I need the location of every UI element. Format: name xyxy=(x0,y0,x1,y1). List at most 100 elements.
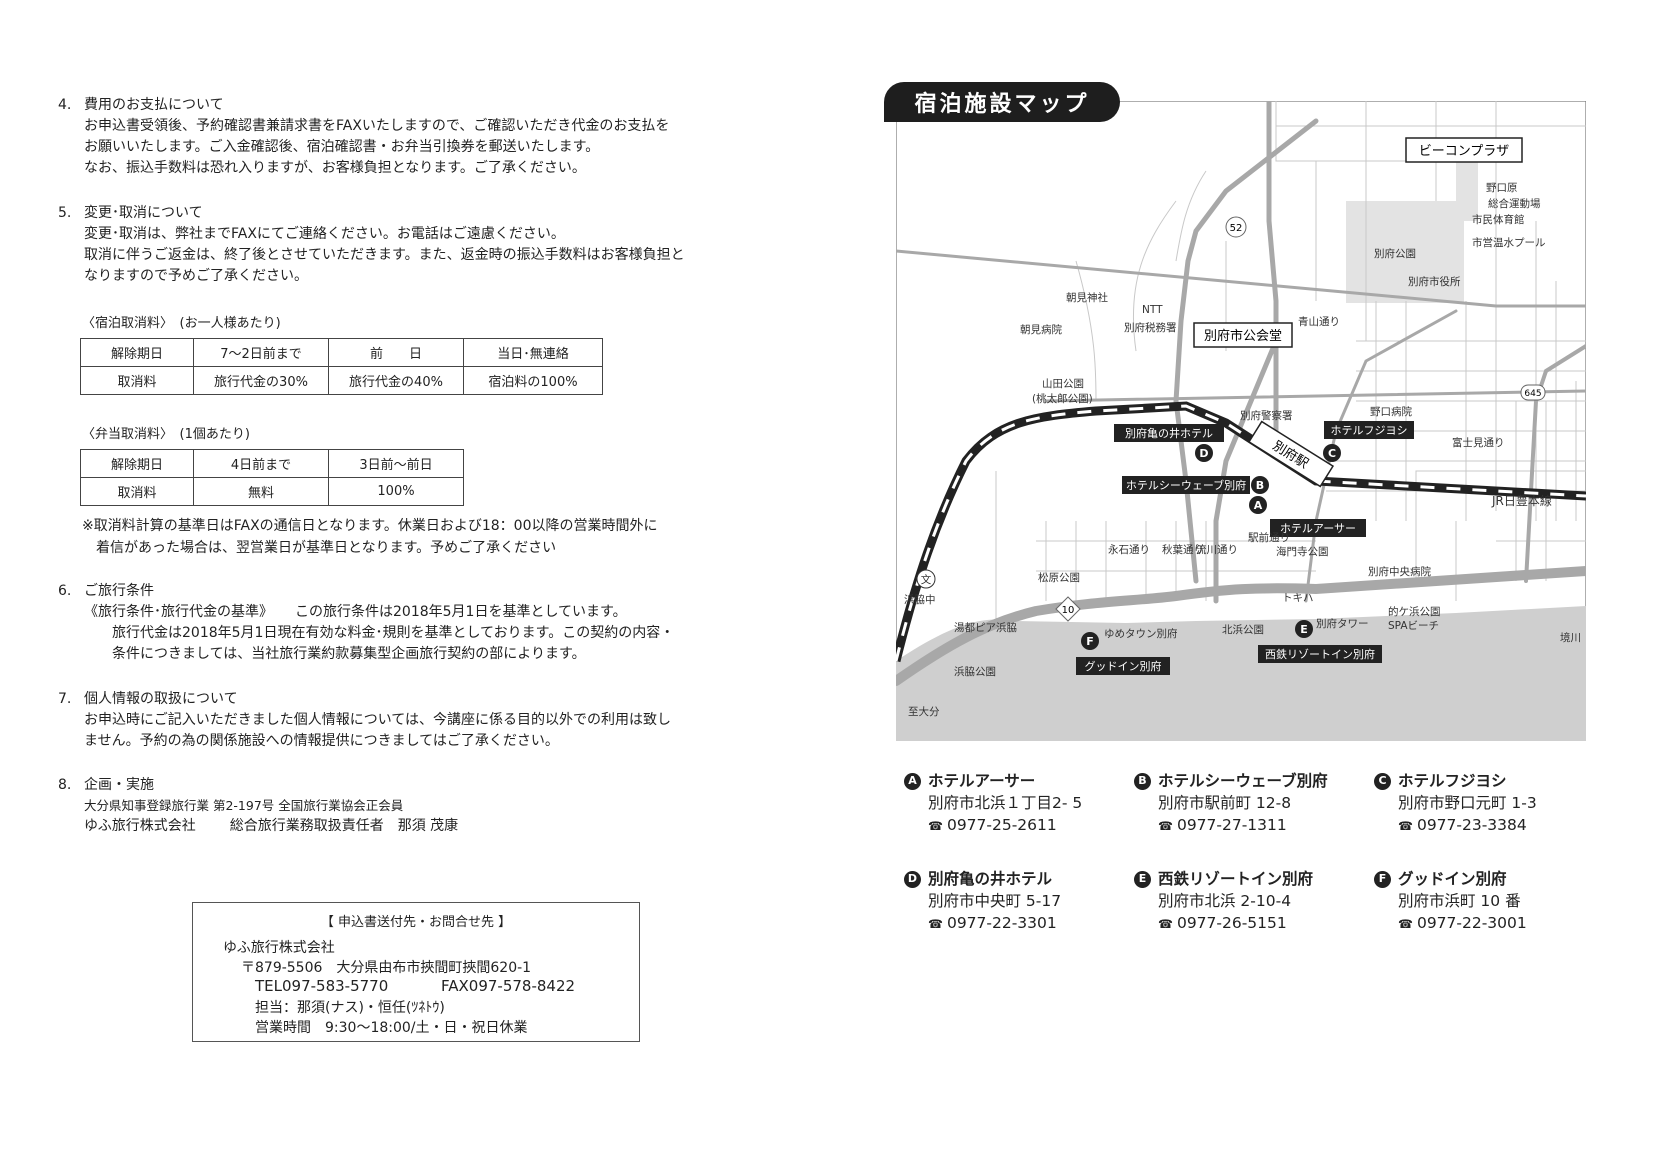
major-roads xyxy=(891,98,1591,686)
contact-hours: 営業時間 9:30〜18:00/土・日・祝日休業 xyxy=(255,1020,528,1036)
school-icon-label: 文 xyxy=(921,573,932,586)
paragraph-line: ません。予約の為の関係施設への情報提供につきましてはご了承ください。 xyxy=(84,733,559,749)
map-label: 流川通り xyxy=(1196,543,1238,556)
svg-text:ビーコンプラザ: ビーコンプラザ xyxy=(1419,144,1510,159)
hotel-tag-f[interactable]: F グッドイン別府 xyxy=(1076,632,1170,675)
phone-icon: ☎ xyxy=(1398,917,1413,931)
table-title: 〈宿泊取消料〉 (お一人様あたり) xyxy=(82,316,281,331)
svg-text:F: F xyxy=(1086,635,1094,648)
paragraph-line: お願いいたします。ご入金確認後、宿泊確認書・お弁当引換券を郵送いたします。 xyxy=(84,139,600,155)
map-label: 至大分 xyxy=(908,705,940,718)
table-cell: 前 日 xyxy=(328,338,464,367)
map-label: 別府税務署 xyxy=(1124,321,1177,334)
phone-icon: ☎ xyxy=(928,917,943,931)
section-title: 企画・実施 xyxy=(84,777,154,793)
hotel-tag-b[interactable]: ホテルシーウェーブ別府 B xyxy=(1122,476,1269,494)
map-label: 境川 xyxy=(1560,631,1581,644)
map-labels: 野口原 総合運動場 市民体育館 市営温水プール 別府公園 別府市役所 朝見神社 … xyxy=(904,182,1581,718)
paragraph-line: お申込時にご記入いただきました個人情報については、今講座に係る目的以外での利用は… xyxy=(84,712,672,728)
hotel-map: 別府駅 52 645 10 ビーコンプラザ 別府市公会堂 別府亀の井ホテル D … xyxy=(891,98,1591,742)
contact-staff: 担当：那須(ナス)・恒任(ﾂﾈﾄｳ) xyxy=(255,1000,445,1016)
map-label: 松原公園 xyxy=(1038,571,1080,584)
paragraph-line: 変更･取消は、弊社までFAXにてご連絡ください。お電話はご遠慮ください。 xyxy=(84,226,565,242)
hotel-marker-icon: A xyxy=(904,772,921,790)
section-number: 4. xyxy=(58,97,72,113)
map-label: 浜脇中 xyxy=(904,593,936,606)
paragraph-line: なりますので予めご了承ください。 xyxy=(84,268,308,284)
kokaido-label: 別府市公会堂 xyxy=(1193,322,1293,348)
paragraph-line: お申込書受領後、予約確認書兼請求書をFAXいたしますので、ご確認いただき代金のお… xyxy=(84,118,670,134)
paragraph-line: 旅行代金は2018年5月1日現在有効な料金･規則を基準としております。この契約の… xyxy=(112,625,675,641)
map-label: 別府中央病院 xyxy=(1368,565,1431,578)
map-label: SPAビーチ xyxy=(1388,620,1439,632)
map-label: 北浜公園 xyxy=(1222,624,1264,636)
table-cell: 4日前まで xyxy=(193,449,329,478)
map-title: 宿泊施設マップ xyxy=(884,82,1120,122)
map-label: 総合運動場 xyxy=(1488,197,1541,210)
section-number: 6. xyxy=(58,583,72,599)
paragraph-line: この旅行条件は2018年5月1日を基準としています。 xyxy=(295,604,627,620)
hotel-marker-icon: F xyxy=(1374,870,1391,888)
table-cell: 旅行代金の40% xyxy=(328,366,464,395)
railway-dash xyxy=(894,404,1587,662)
hotel-tel: 0977-26-5151 xyxy=(1176,914,1287,932)
hotel-address: 別府市中央町 5-17 xyxy=(928,892,1062,910)
map-label: 朝見神社 xyxy=(1066,291,1108,304)
table-row: 取消料 旅行代金の30% 旅行代金の40% 宿泊料の100% xyxy=(80,366,603,395)
hotel-name: ホテルフジヨシ xyxy=(1398,772,1507,790)
svg-text:グッドイン別府: グッドイン別府 xyxy=(1085,659,1162,673)
lodging-cancel-table: 解除期日 7〜2日前まで 前 日 当日･無連絡 取消料 旅行代金の30% 旅行代… xyxy=(80,338,603,395)
hotel-tag-d[interactable]: 別府亀の井ホテル D xyxy=(1114,424,1224,462)
section-privacy: 7.個人情報の取扱について お申込時にご記入いただきました個人情報については、今… xyxy=(58,688,671,752)
contact-title: 【 申込書送付先・お問合せ先 】 xyxy=(320,915,512,930)
map-label: 永石通り xyxy=(1108,543,1150,556)
hotel-name: ホテルシーウェーブ別府 xyxy=(1158,772,1328,790)
hotel-name: 西鉄リゾートイン別府 xyxy=(1158,870,1314,888)
hotel-tag-c[interactable]: ホテルフジヨシ C xyxy=(1323,421,1414,462)
map-label: NTT xyxy=(1142,304,1163,316)
svg-text:ホテルフジヨシ: ホテルフジヨシ xyxy=(1331,424,1408,437)
section-payment: 4.費用のお支払について お申込書受領後、予約確認書兼請求書をFAXいたしますの… xyxy=(58,94,669,179)
hotel-tag-e[interactable]: E 西鉄リゾートイン別府 xyxy=(1258,620,1382,663)
left-page: 4.費用のお支払について お申込書受領後、予約確認書兼請求書をFAXいたしますの… xyxy=(0,0,780,1170)
map-label: 野口病院 xyxy=(1370,405,1412,418)
registration-line: 大分県知事登録旅行業 第2-197号 全国旅行業協会正会員 xyxy=(84,798,404,813)
table-cell: 解除期日 xyxy=(80,449,194,478)
contact-company: ゆふ旅行株式会社 xyxy=(223,940,335,956)
manager-line: 総合旅行業務取扱責任者 那須 茂康 xyxy=(229,818,459,834)
map-label: 富士見通り xyxy=(1452,436,1505,449)
map-label: 海門寺公園 xyxy=(1276,545,1329,558)
svg-text:A: A xyxy=(1254,499,1263,512)
route-number: 52 xyxy=(1230,223,1243,234)
map-label: 駅前通り xyxy=(1248,531,1290,544)
phone-icon: ☎ xyxy=(1158,917,1173,931)
map-label: 別府公園 xyxy=(1374,247,1416,260)
hotel-name: ホテルアーサー xyxy=(928,772,1036,790)
paragraph-line: なお、振込手数料は恐れ入りますが、お客様負担となります。ご了承ください。 xyxy=(84,160,586,176)
hotel-tel: 0977-25-2611 xyxy=(946,816,1057,834)
beacon-plaza-label: ビーコンプラザ xyxy=(1405,137,1523,163)
map-label: (桃太郎公園) xyxy=(1032,392,1093,405)
hotel-marker-icon: C xyxy=(1374,772,1391,790)
hotel-tel: 0977-27-1311 xyxy=(1176,816,1287,834)
company-name: ゆふ旅行株式会社 xyxy=(84,818,196,834)
hotel-address: 別府市北浜 2-10-4 xyxy=(1158,892,1292,910)
map-label: 市民体育館 xyxy=(1472,213,1525,226)
map-label: 朝見病院 xyxy=(1020,323,1062,336)
contact-address: 〒879-5506 大分県由布市挾間町挾間620-1 xyxy=(241,960,532,976)
table-cell: 取消料 xyxy=(80,477,194,506)
conditions-heading: 《旅行条件･旅行代金の基準》 xyxy=(84,604,273,620)
contact-fax: FAX097-578-8422 xyxy=(441,977,576,995)
bento-cancel-table: 解除期日 4日前まで 3日前〜前日 取消料 無料 100% xyxy=(80,449,464,506)
table-cell: 100% xyxy=(328,477,464,506)
hotel-tag-a[interactable]: A ホテルアーサー xyxy=(1249,496,1366,537)
svg-text:ホテルシーウェーブ別府: ホテルシーウェーブ別府 xyxy=(1126,478,1246,492)
hotel-tel: 0977-23-3384 xyxy=(1416,816,1527,834)
section-number: 7. xyxy=(58,691,72,707)
svg-text:D: D xyxy=(1199,447,1208,460)
note-line: 着信があった場合は、翌営業日が基準日となります。予めご了承ください xyxy=(96,540,557,556)
table-row: 解除期日 4日前まで 3日前〜前日 xyxy=(80,449,464,478)
